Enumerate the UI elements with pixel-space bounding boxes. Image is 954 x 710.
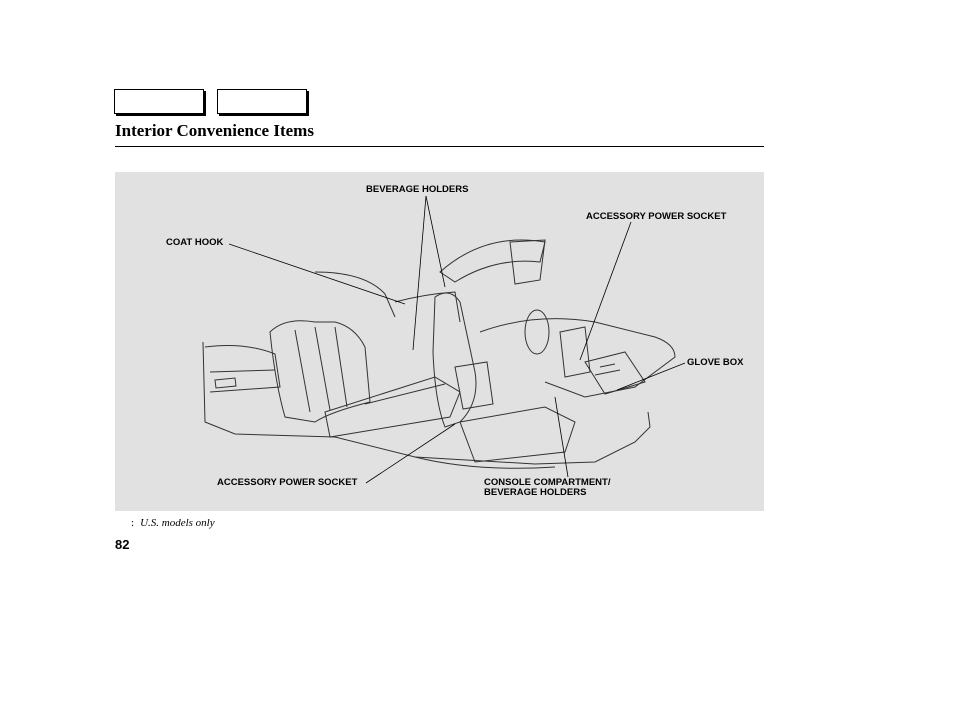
callout-console-line2: BEVERAGE HOLDERS	[484, 488, 611, 498]
steering-wheel	[525, 310, 549, 354]
callout-accessory-power-socket-rear: ACCESSORY POWER SOCKET	[217, 478, 357, 488]
leader-coat-hook	[229, 244, 405, 304]
nav-tab-next[interactable]	[217, 89, 307, 114]
footnote-text: U.S. models only	[140, 517, 215, 529]
leader-console-compartment	[555, 397, 568, 477]
leader-accessory-socket-rear	[366, 424, 455, 483]
center-console	[560, 327, 590, 377]
rear-seat-back	[270, 321, 370, 422]
leader-accessory-socket-front	[580, 222, 631, 360]
callout-coat-hook: COAT HOOK	[166, 238, 223, 248]
car-body-outline	[203, 342, 650, 464]
leader-beverage-holders-a	[413, 196, 426, 350]
rear-seat-cushion	[325, 377, 460, 437]
glove-box-outline	[585, 352, 645, 394]
footnote-marker: :	[131, 517, 134, 529]
leader-glove-box	[617, 363, 685, 390]
leader-beverage-holders-b	[426, 196, 445, 287]
footnote: : U.S. models only	[131, 517, 215, 529]
title-divider	[115, 146, 764, 147]
page-title: Interior Convenience Items	[115, 121, 314, 141]
callout-console-compartment: CONSOLE COMPARTMENT/ BEVERAGE HOLDERS	[484, 478, 611, 498]
page-number: 82	[115, 537, 129, 552]
sunroof-outline	[440, 240, 545, 282]
interior-illustration: BEVERAGE HOLDERS ACCESSORY POWER SOCKET …	[115, 172, 764, 511]
callout-beverage-holders: BEVERAGE HOLDERS	[366, 185, 468, 195]
car-interior-drawing	[115, 172, 764, 511]
callout-accessory-power-socket-front: ACCESSORY POWER SOCKET	[586, 212, 726, 222]
nav-tab-previous[interactable]	[114, 89, 204, 114]
callout-glove-box: GLOVE BOX	[687, 358, 743, 368]
dashboard	[480, 319, 675, 397]
